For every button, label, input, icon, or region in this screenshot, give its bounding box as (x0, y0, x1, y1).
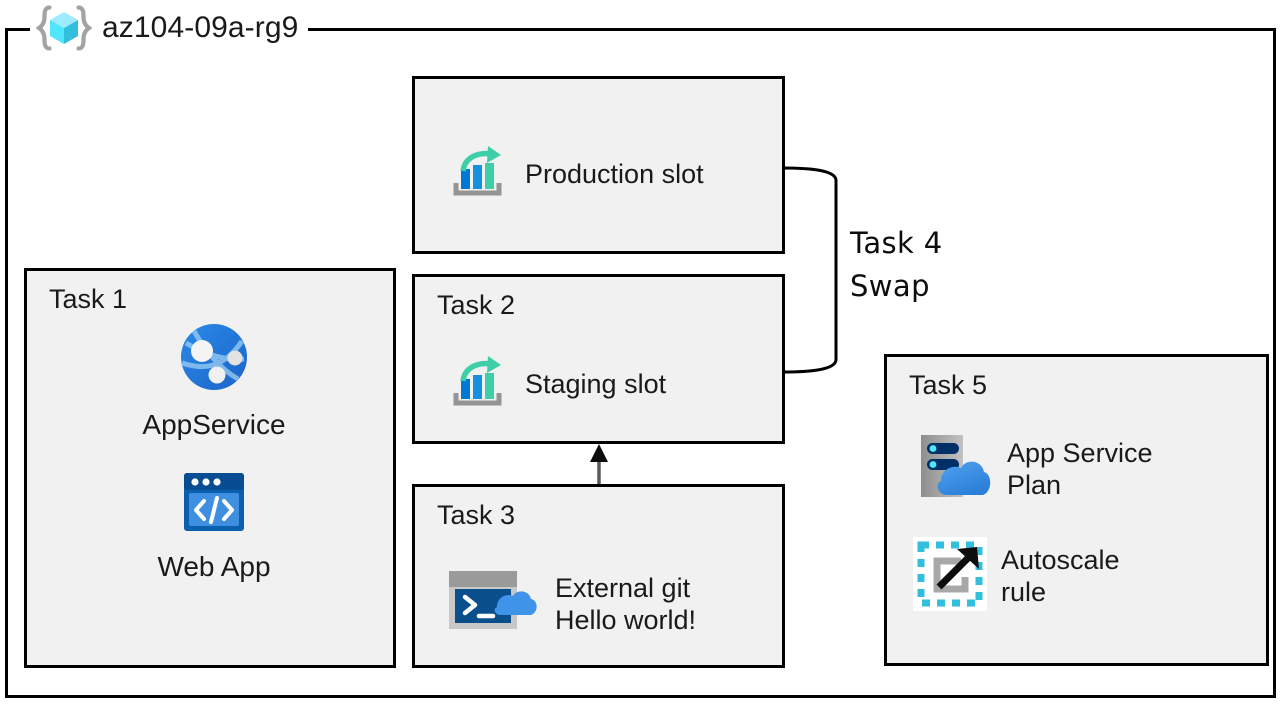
app-service-plan-label: App Service Plan (1007, 438, 1153, 500)
card-task-3[interactable]: Task 3 External git Hello world! (412, 484, 785, 668)
app-service-globe-icon (176, 319, 252, 400)
external-git-label: External git Hello world! (555, 573, 697, 635)
swap-bracket-connector (780, 150, 850, 390)
deploy-arrow-icon (586, 444, 612, 488)
staging-slot-label: Staging slot (525, 368, 667, 399)
resource-group-name: az104-09a-rg9 (102, 11, 299, 44)
task-5-title: Task 5 (909, 370, 988, 400)
app-service-plan-server-cloud-icon (913, 429, 993, 510)
webapp-group: Web App (109, 469, 319, 583)
web-app-code-window-icon (178, 469, 250, 542)
app-service-plan-row: App Service Plan (913, 429, 1153, 510)
card-production-slot[interactable]: Production slot (412, 76, 785, 254)
resource-group-frame (5, 28, 1276, 698)
autoscale-rule-row: Autoscale rule (913, 537, 1120, 616)
autoscale-arrow-icon (913, 537, 987, 616)
webapp-label: Web App (157, 551, 271, 582)
swap-label: Task 4 Swap (850, 226, 943, 303)
production-slot-row: Production slot (449, 141, 704, 208)
task-1-title: Task 1 (49, 284, 128, 314)
appservice-label: AppService (142, 409, 286, 440)
resource-group-title: az104-09a-rg9 (30, 4, 309, 52)
staging-slot-row: Staging slot (449, 351, 666, 418)
card-task-2[interactable]: Task 2 Staging slot (412, 274, 785, 444)
autoscale-rule-label: Autoscale rule (1001, 545, 1120, 607)
task-2-title: Task 2 (437, 290, 516, 320)
card-task-1[interactable]: Task 1 AppServi (24, 268, 396, 668)
appservice-group: AppService (109, 319, 319, 441)
app-service-slot-icon (449, 141, 511, 208)
production-slot-label: Production slot (525, 158, 704, 189)
card-task-5[interactable]: Task 5 (884, 354, 1269, 666)
task-3-title: Task 3 (437, 500, 516, 530)
app-service-slot-icon (449, 351, 511, 418)
resource-group-cube-icon (35, 4, 93, 52)
external-git-row: External git Hello world! (445, 565, 696, 644)
cloud-shell-terminal-icon (445, 565, 541, 644)
